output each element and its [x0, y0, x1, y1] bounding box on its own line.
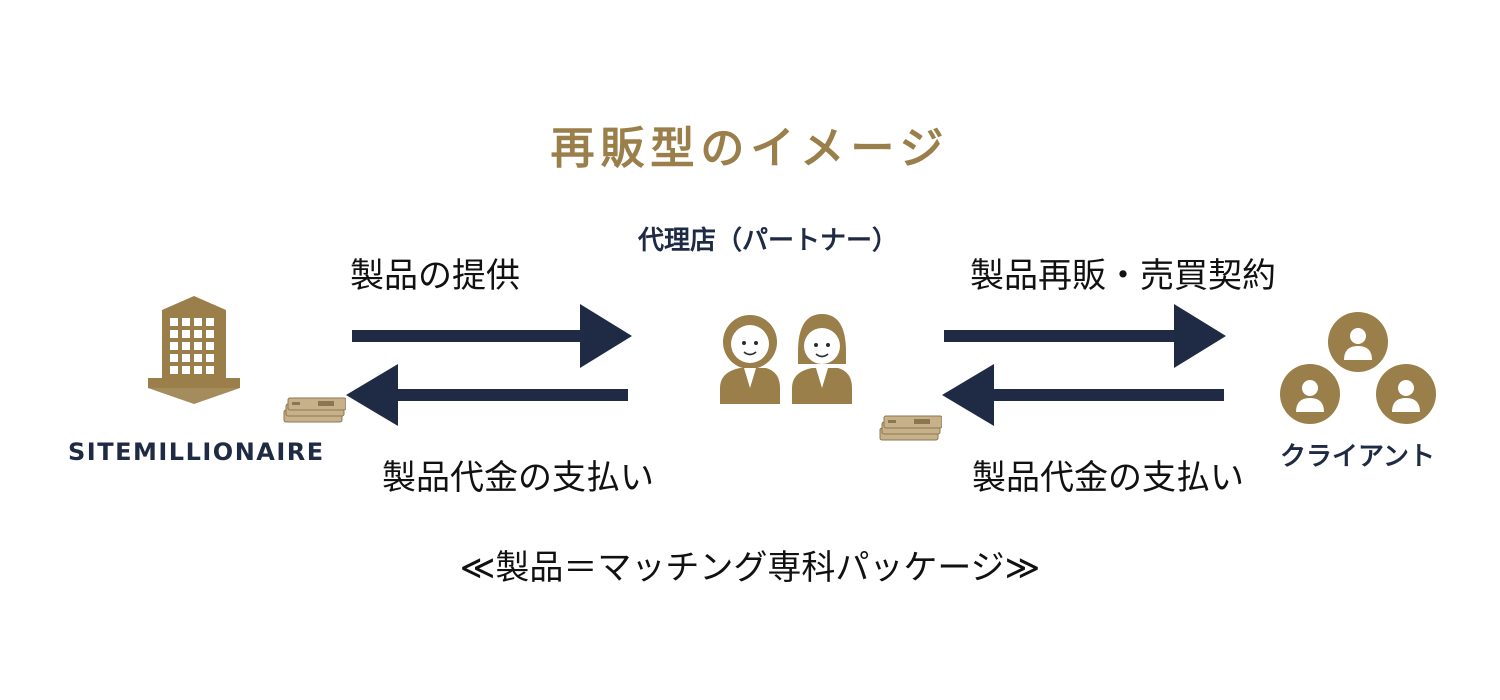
- right-bottom-flow-label: 製品代金の支払い: [972, 458, 1244, 498]
- left-top-flow-label: 製品の提供: [350, 256, 520, 296]
- diagram-title: 再販型のイメージ: [550, 123, 950, 174]
- money-stack-icon: [879, 415, 942, 441]
- right-bottom-arrow: [942, 364, 1224, 426]
- client-group-icon: [1280, 312, 1436, 424]
- footer-note: ≪製品＝マッチング専科パッケージ≫: [459, 548, 1041, 588]
- left-bottom-flow-label: 製品代金の支払い: [382, 458, 654, 498]
- client-label: クライアント: [1280, 442, 1435, 472]
- right-top-flow-label: 製品再販・売買契約: [970, 256, 1276, 296]
- left-bottom-arrow: [346, 364, 628, 426]
- money-stack-icon: [283, 397, 346, 423]
- right-top-arrow: [944, 304, 1226, 368]
- left-top-arrow: [352, 304, 632, 368]
- partner-label: 代理店（パートナー）: [638, 226, 899, 256]
- manufacturer-label: SITEMILLIONAIRE: [68, 438, 325, 466]
- office-building-icon: [148, 296, 240, 404]
- business-people-icon: [720, 314, 852, 404]
